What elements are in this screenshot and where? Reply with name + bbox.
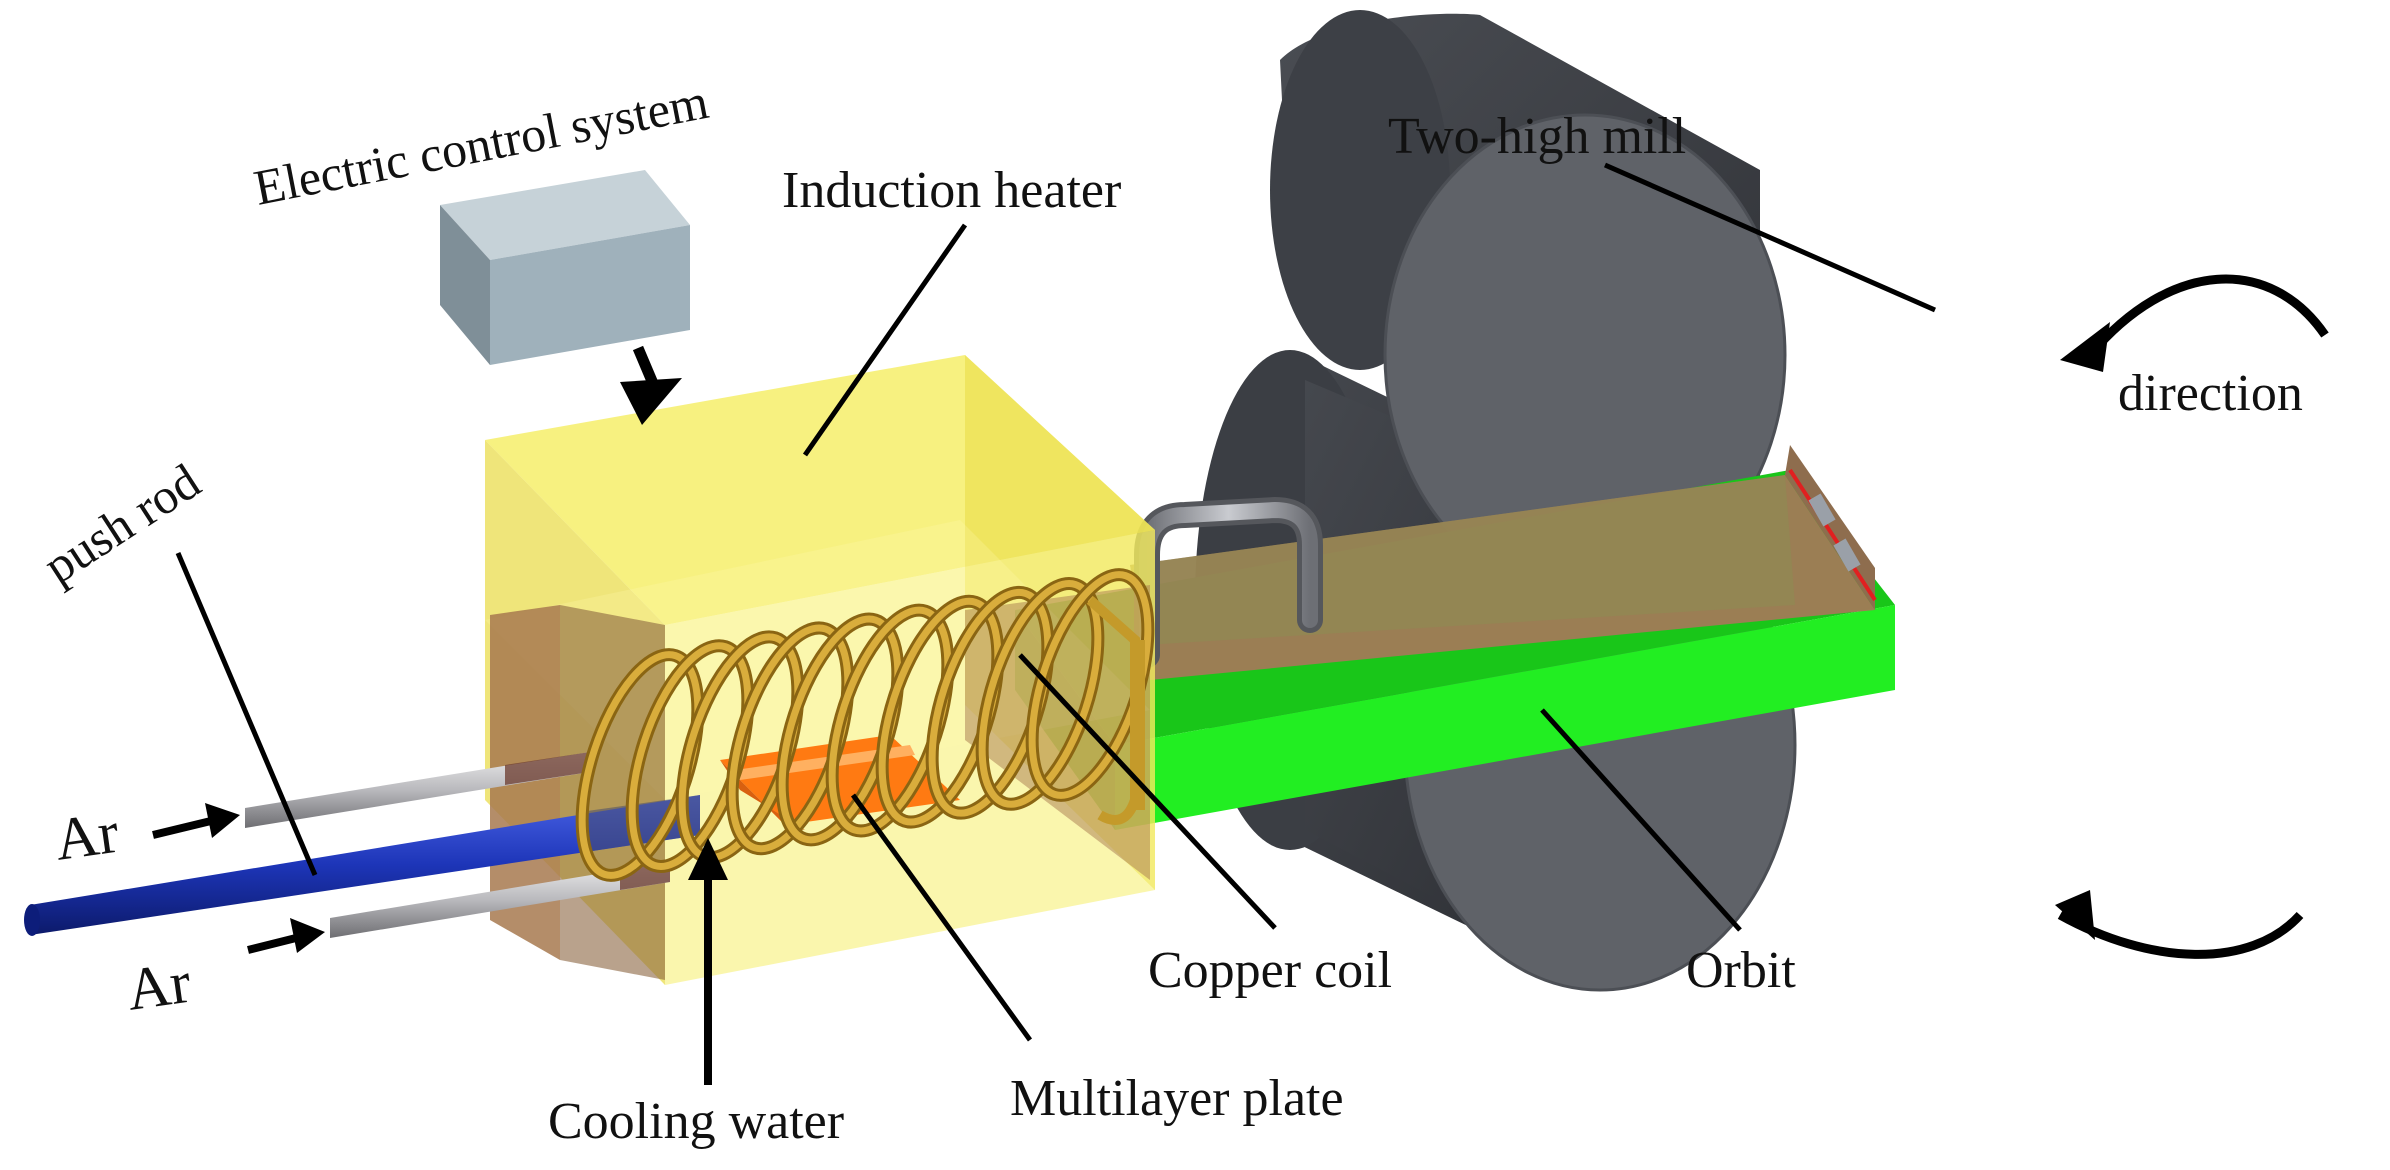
mill-top-roll [1270,10,1787,597]
leader-push-rod [175,552,318,876]
rotation-arrowhead-bottom [2055,890,2095,940]
label-multilayer-plate: Multilayer plate [1010,1070,1344,1127]
rotation-arrowhead-top [2060,322,2110,372]
leader-lines [175,162,1937,1042]
copper-coil [575,568,1155,882]
ar-arrow-bottom [247,918,325,954]
label-ar-top: Ar [51,799,123,873]
label-push-rod: push rod [33,453,209,595]
label-copper-coil: Copper coil [1148,942,1392,999]
leader-multilayer-plate [850,793,1033,1042]
label-direction: direction [2118,365,2303,422]
rotation-arrow-bottom [2057,911,2304,959]
coil-loop-highlight [978,580,1102,808]
label-orbit: Orbit [1686,942,1796,999]
leader-two-high-mill [1603,162,1937,313]
cooling-water-arrow [688,838,728,1085]
label-cooling-water: Cooling water [548,1093,844,1150]
electric-control-box [440,170,690,365]
control-arrowhead [620,378,682,425]
leader-induction-heater [802,223,968,457]
rotation-arrow-top [2086,274,2329,358]
leader-orbit [1540,708,1742,932]
label-induction-heater: Induction heater [782,162,1121,219]
label-ar-bottom: Ar [123,949,195,1023]
ar-arrow-top [152,803,240,839]
label-two-high-mill: Two-high mill [1388,108,1686,165]
leader-copper-coil [1018,653,1277,930]
ar-pipe-top [245,752,590,828]
